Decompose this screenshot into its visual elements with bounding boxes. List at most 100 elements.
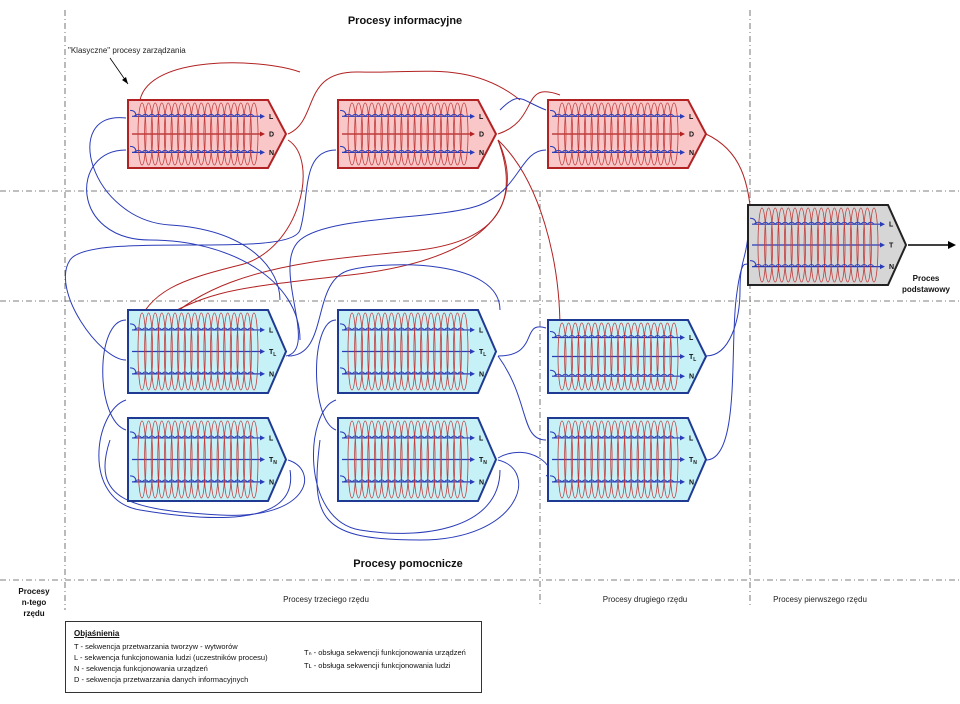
entry-hook bbox=[339, 109, 347, 117]
coil-loop bbox=[433, 312, 443, 391]
coil-loop bbox=[163, 102, 173, 166]
coil-loop bbox=[183, 420, 193, 499]
coil-loop bbox=[170, 312, 180, 391]
coil-loop bbox=[373, 102, 383, 166]
coil-loop bbox=[577, 102, 587, 166]
coil-loop bbox=[236, 420, 246, 499]
coil-loop bbox=[150, 420, 160, 499]
sequence-arrowhead bbox=[260, 131, 265, 137]
order-n-line3: rzędu bbox=[23, 609, 44, 618]
output-arrow bbox=[908, 241, 956, 249]
coil-loop bbox=[137, 102, 147, 166]
coil-loop bbox=[764, 207, 773, 283]
coil-loop bbox=[649, 102, 659, 166]
coil-loop bbox=[380, 102, 390, 166]
coil-loop bbox=[663, 102, 672, 166]
entry-hook bbox=[339, 145, 347, 153]
coil-loop bbox=[426, 102, 436, 166]
coil-loop bbox=[669, 322, 679, 391]
wavy-sequence bbox=[343, 371, 465, 375]
coil-loop bbox=[590, 322, 600, 391]
coil-loop bbox=[564, 102, 573, 166]
section-title-pomocnicze: Procesy pomocnicze bbox=[353, 558, 462, 570]
coil-loop bbox=[177, 312, 186, 391]
label-seq-l: L bbox=[689, 114, 694, 121]
coil-loop bbox=[163, 312, 173, 391]
connection-link bbox=[98, 399, 292, 519]
legend-title: Objaśnienia bbox=[74, 629, 120, 638]
coil-loop bbox=[373, 420, 383, 499]
coil-loop bbox=[583, 102, 593, 166]
coil-loop bbox=[453, 102, 462, 166]
sequence-arrowhead bbox=[260, 113, 265, 119]
wavy-sequence bbox=[553, 373, 675, 377]
sequence-arrowhead bbox=[470, 349, 475, 354]
wavy-sequence bbox=[133, 327, 255, 331]
coil-loop bbox=[170, 102, 180, 166]
entry-hook bbox=[549, 475, 557, 482]
coil-loop bbox=[623, 420, 633, 499]
coil-loop bbox=[236, 102, 246, 166]
coil-loop bbox=[797, 207, 806, 283]
label-seq-n: N bbox=[269, 371, 274, 378]
coil-loop bbox=[387, 312, 396, 391]
label-seq-l: L bbox=[689, 435, 694, 442]
coil-loop bbox=[137, 420, 147, 499]
coil-loop bbox=[446, 420, 456, 499]
coil-loop bbox=[183, 102, 193, 166]
coil-loop bbox=[400, 102, 410, 166]
coil-loop bbox=[243, 102, 252, 166]
coil-loop bbox=[216, 420, 226, 499]
label-seq-d: D bbox=[479, 132, 484, 139]
coil-loop bbox=[190, 420, 200, 499]
wavy-sequence bbox=[133, 435, 255, 439]
entry-hook bbox=[339, 475, 347, 482]
coil-loop bbox=[387, 420, 396, 499]
coil-loop bbox=[210, 312, 219, 391]
label-seq-l: L bbox=[889, 222, 894, 229]
entry-hook bbox=[339, 367, 347, 374]
coil-loop bbox=[459, 312, 469, 391]
coil-loop bbox=[367, 420, 377, 499]
process-block-info-2: LDN bbox=[337, 99, 498, 169]
connection-link bbox=[705, 133, 753, 231]
coil-loop bbox=[426, 420, 436, 499]
wavy-sequence bbox=[553, 113, 675, 118]
coil-loop bbox=[643, 420, 653, 499]
wavy-sequence bbox=[133, 371, 255, 375]
sequence-arrowhead bbox=[680, 131, 685, 137]
coil-loop bbox=[347, 312, 357, 391]
entry-hook bbox=[339, 431, 347, 438]
label-proces-line2: podstawowy bbox=[902, 285, 951, 294]
label-seq-l: L bbox=[479, 327, 484, 334]
connection-link bbox=[285, 149, 547, 357]
connection-link bbox=[139, 62, 301, 101]
coil-loop bbox=[413, 102, 423, 166]
sequence-arrowhead bbox=[260, 371, 265, 377]
coil-loop bbox=[157, 102, 167, 166]
legend-item-tn: Tₙ - obsługa sekwencji funkcjonowania ur… bbox=[304, 648, 466, 657]
coil-loop bbox=[663, 420, 672, 499]
coil-loop bbox=[816, 207, 826, 283]
coil-loop bbox=[459, 420, 469, 499]
sequence-arrowhead bbox=[260, 435, 265, 441]
coil-loop bbox=[636, 420, 646, 499]
connection-link bbox=[497, 91, 561, 135]
connection-link bbox=[86, 149, 301, 341]
wavy-sequence bbox=[553, 149, 675, 154]
connection-link bbox=[497, 451, 550, 477]
coil-loop bbox=[360, 102, 370, 166]
sequence-arrowhead bbox=[260, 349, 265, 354]
coil-loop bbox=[630, 102, 639, 166]
sequence-arrowhead bbox=[470, 457, 475, 462]
coil-loop bbox=[347, 420, 357, 499]
wavy-sequence bbox=[753, 221, 875, 225]
sequence-arrowhead bbox=[470, 435, 475, 441]
wavy-sequence bbox=[343, 149, 465, 154]
coil-loop bbox=[557, 322, 567, 391]
coil-loop bbox=[190, 102, 200, 166]
connection-link bbox=[497, 326, 547, 357]
coil-loop bbox=[210, 420, 219, 499]
